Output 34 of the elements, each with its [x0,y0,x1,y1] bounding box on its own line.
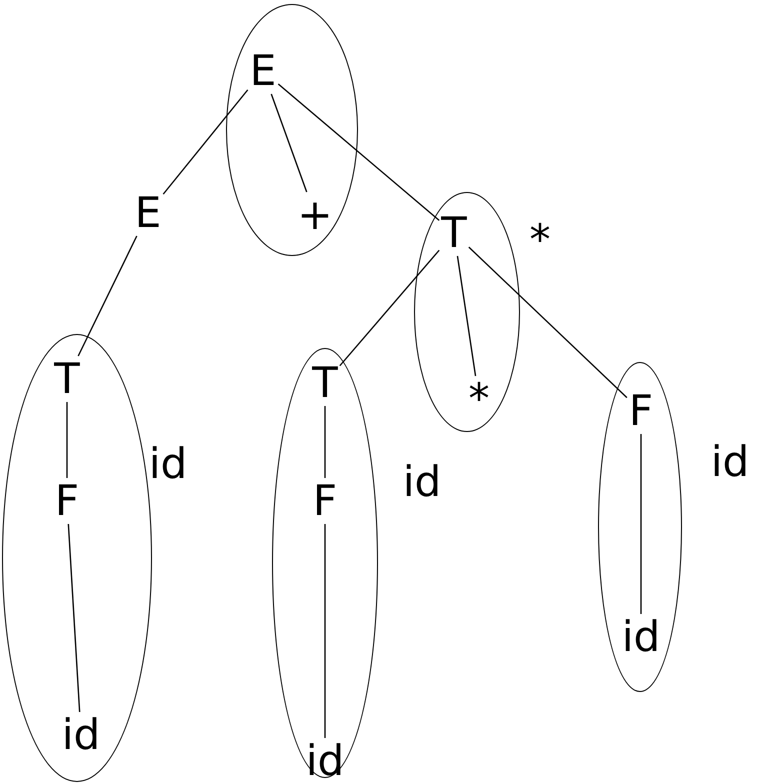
tree-node-symbol: * [466,376,492,422]
tree-branch-line [270,94,308,192]
symbol-label: id [710,439,750,485]
grouping-loop [598,362,682,692]
tree-branch-line [339,250,440,366]
tree-node-symbol: id [620,614,662,660]
tree-node-symbol: F [52,478,82,524]
tree-node-symbol: F [626,388,656,434]
tree-branch-line [324,524,326,738]
tree-node-symbol: T [439,210,469,256]
tree-node-symbol: T [52,356,82,402]
grouping-loop [226,4,358,256]
tree-branch-line [66,402,68,478]
grouping-loop [414,192,520,432]
tree-branch-line [456,256,476,376]
tree-node-symbol: + [295,192,335,238]
tree-branch-line [278,83,440,221]
tree-node-symbol: E [248,48,278,94]
tree-node-symbol: E [132,190,164,236]
tree-branch-line [68,524,80,712]
tree-branch-line [640,434,642,614]
symbol-label: * [528,217,552,263]
tree-node-symbol: F [310,478,340,524]
tree-branch-line [162,89,248,195]
symbol-label: id [148,441,188,487]
tree-node-symbol: T [310,360,340,406]
tree-node-symbol: id [60,712,102,758]
tree-branch-line [78,236,138,356]
grouping-loop [2,334,152,782]
grouping-loop [272,348,378,778]
tree-branch-line [468,246,628,398]
tree-branch-line [324,406,326,478]
tree-node-symbol: id [304,738,346,784]
symbol-label: id [402,459,442,505]
